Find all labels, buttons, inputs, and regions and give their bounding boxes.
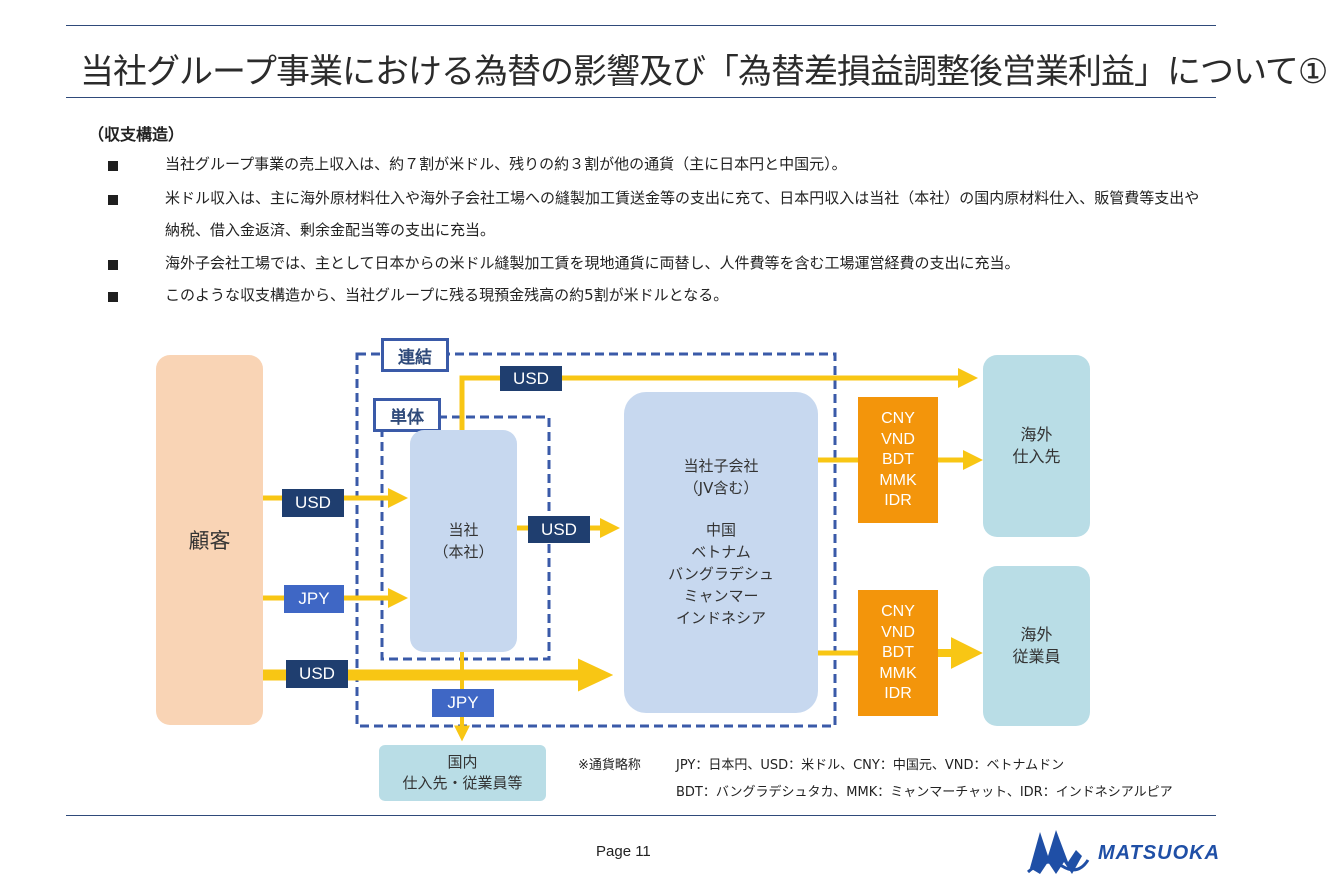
- currency-code: VND: [881, 430, 915, 448]
- currency-code: VND: [881, 623, 915, 641]
- country-item: インドネシア: [675, 609, 766, 627]
- footer-rule: [66, 815, 1216, 816]
- jpy-label-domestic: JPY: [432, 689, 494, 717]
- customer-label: 顧客: [188, 529, 231, 553]
- matsuoka-logo: MATSUOKA: [1026, 822, 1226, 882]
- note-line1: JPY：日本円、USD：米ドル、CNY：中国元、VND：ベトナムドン: [676, 758, 1065, 773]
- local-currencies-bottom: CNY VND BDT MMK IDR: [858, 590, 938, 716]
- currency-code: BDT: [882, 451, 914, 468]
- square-bullet-icon: [108, 260, 118, 270]
- overseas-employees-line1: 海外: [1020, 625, 1053, 644]
- overseas-suppliers-line1: 海外: [1020, 425, 1053, 444]
- bullet-item: このような収支構造から、当社グループに残る現預金残高の約5割が米ドルとなる。: [108, 279, 1208, 311]
- consolidated-frame: [355, 352, 837, 728]
- domestic-line2: 仕入先・従業員等: [402, 774, 523, 792]
- bullet-item: 米ドル収入は、主に海外原材料仕入や海外子会社工場への縫製加工賃送金等の支出に充て…: [108, 182, 1208, 246]
- country-item: 中国: [705, 521, 736, 539]
- title-top-rule: [66, 25, 1216, 26]
- domestic-line1: 国内: [447, 753, 478, 771]
- company-box: 当社 （本社）: [410, 430, 517, 652]
- square-bullet-icon: [108, 161, 118, 171]
- square-bullet-icon: [108, 195, 118, 205]
- jpy-label-customer: JPY: [284, 585, 344, 613]
- bullet-item: 海外子会社工場では、主として日本からの米ドル縫製加工賃を現地通貨に両替し、人件費…: [108, 247, 1208, 279]
- bullet-text: 当社グループ事業の売上収入は、約７割が米ドル、残りの約３割が他の通貨（主に日本円…: [165, 155, 847, 173]
- bullet-text: 米ドル収入は、主に海外原材料仕入や海外子会社工場への縫製加工賃送金等の支出に充て…: [165, 189, 1200, 239]
- logo-mark-icon: [1027, 830, 1090, 874]
- note-line2: BDT：バングラデシュタカ、MMK：ミャンマーチャット、IDR：インドネシアルピ…: [676, 785, 1173, 800]
- currency-code: BDT: [882, 644, 914, 661]
- domestic-box: 国内 仕入先・従業員等: [379, 745, 546, 801]
- company-sub: （本社）: [433, 543, 494, 561]
- customer-box: 顧客: [156, 355, 263, 725]
- bullet-text: 海外子会社工場では、主として日本からの米ドル縫製加工賃を現地通貨に両替し、人件費…: [165, 254, 1020, 272]
- country-item: バングラデシュ: [668, 565, 774, 583]
- section-heading: （収支構造）: [88, 125, 185, 144]
- subsidiary-box: 当社子会社 （JV含む） 中国 ベトナム バングラデシュ ミャンマー インドネシ…: [624, 392, 818, 713]
- currency-code: CNY: [881, 410, 915, 427]
- company-name: 当社: [448, 521, 479, 539]
- overseas-employees-box: 海外 従業員: [983, 566, 1090, 726]
- usd-label-company: USD: [528, 516, 590, 543]
- usd-label-customer: USD: [282, 489, 344, 517]
- square-bullet-icon: [108, 292, 118, 302]
- overseas-suppliers-box: 海外 仕入先: [983, 355, 1090, 537]
- consolidated-label: 連結: [381, 338, 449, 372]
- usd-label-top: USD: [500, 366, 562, 391]
- subsidiary-sub: （JV含む）: [683, 479, 759, 497]
- bullet-item: 当社グループ事業の売上収入は、約７割が米ドル、残りの約３割が他の通貨（主に日本円…: [108, 148, 1208, 180]
- note-label: ※通貨略称: [578, 758, 641, 773]
- currency-code: MMK: [879, 471, 917, 489]
- title-bottom-rule: [66, 97, 1216, 98]
- currency-code: CNY: [881, 603, 915, 620]
- overseas-suppliers-line2: 仕入先: [1012, 447, 1061, 466]
- page-title: 当社グループ事業における為替の影響及び「為替差損益調整後営業利益」について①: [80, 52, 1327, 92]
- local-currencies-top: CNY VND BDT MMK IDR: [858, 397, 938, 523]
- country-item: ミャンマー: [683, 587, 759, 605]
- currency-code: IDR: [884, 685, 912, 702]
- overseas-employees-line2: 従業員: [1012, 647, 1061, 666]
- subsidiary-name: 当社子会社: [683, 457, 759, 475]
- page-number: Page 11: [596, 843, 651, 860]
- currency-code: IDR: [884, 492, 912, 509]
- arrow-company-usd-suppliers: [459, 368, 978, 430]
- currency-code: MMK: [879, 664, 917, 682]
- standalone-label: 単体: [373, 398, 441, 432]
- country-item: ベトナム: [691, 543, 751, 561]
- bullet-text: このような収支構造から、当社グループに残る現預金残高の約5割が米ドルとなる。: [165, 286, 729, 304]
- usd-label-bottom: USD: [286, 660, 348, 688]
- logo-text: MATSUOKA: [1098, 842, 1221, 864]
